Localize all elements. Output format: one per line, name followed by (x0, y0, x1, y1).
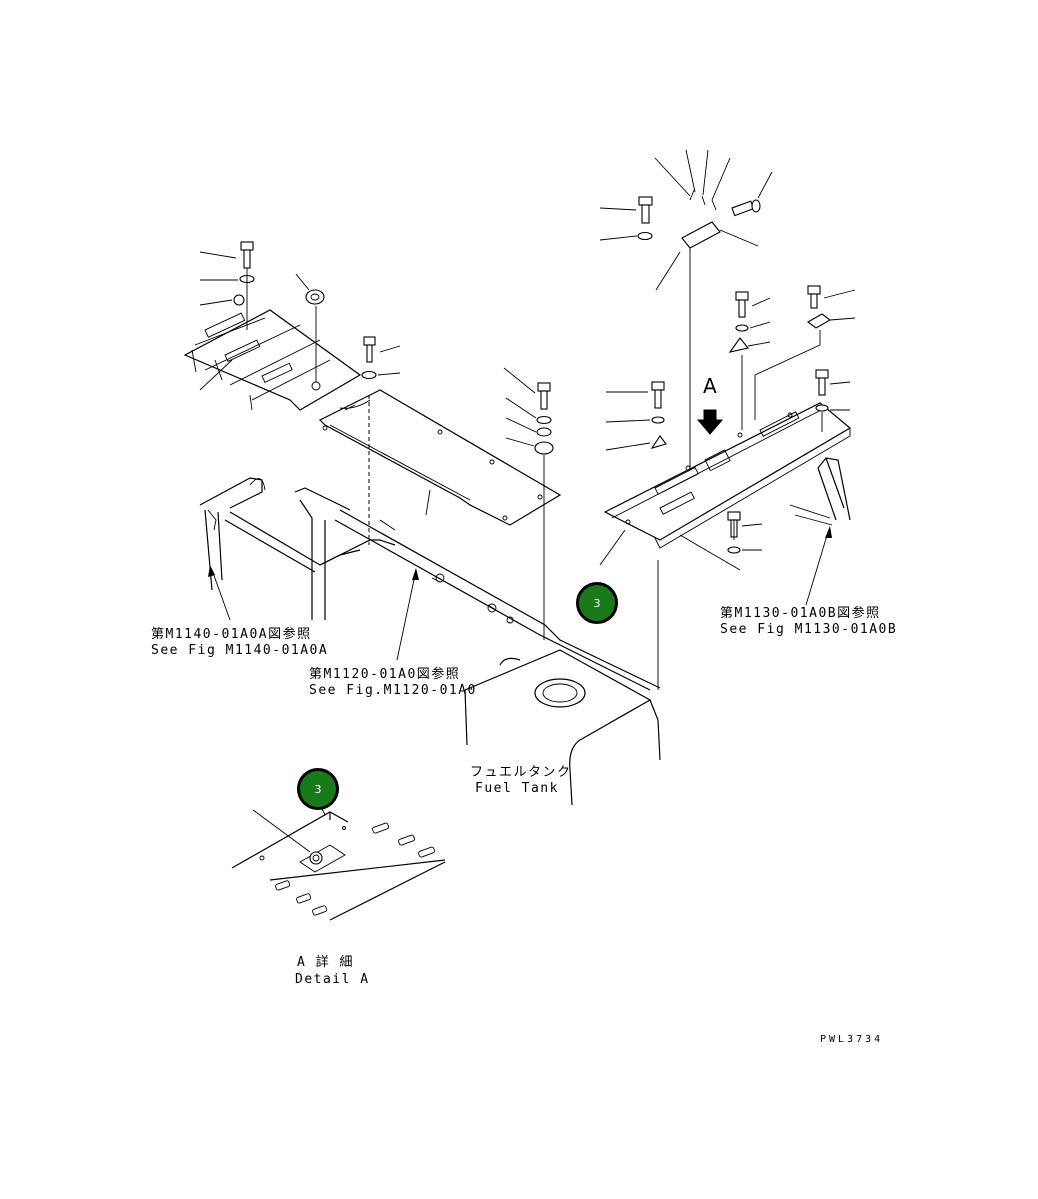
view-arrow-a (696, 409, 724, 435)
center-ref-ja: 第M1120-01A0図参照 (309, 667, 461, 682)
detail-a-title-ja: A 詳 細 (297, 955, 354, 970)
center-cover-plate (318, 389, 562, 526)
fuel-tank-ja: フュエルタンク (470, 765, 572, 780)
right-small-bolts (599, 285, 856, 571)
machine-frame (199, 477, 661, 691)
right-bracket-stack (599, 149, 773, 470)
fuel-tank (464, 649, 661, 806)
right-side-rail (789, 457, 851, 526)
right-ref-en: See Fig M1130-01A0B (720, 622, 898, 637)
center-bolt-stack (503, 367, 554, 640)
center-bolt-small (361, 336, 401, 545)
callout-main[interactable]: 3 (576, 582, 618, 624)
left-ref-en: See Fig M1140-01A0A (151, 643, 329, 658)
detail-a-drawing (231, 799, 446, 921)
drawing-code: PWL3734 (820, 1034, 884, 1045)
left-grommet (295, 273, 325, 382)
right-ref-leader (805, 531, 829, 606)
callout-detail[interactable]: 3 (297, 768, 339, 810)
right-ref-ja: 第M1130-01A0B図参照 (720, 606, 881, 621)
left-ref-leader (211, 569, 231, 621)
left-cover-plate (183, 309, 362, 411)
left-ref-ja: 第M1140-01A0A図参照 (151, 627, 312, 642)
center-ref-leader (396, 574, 416, 661)
detail-a-title-en: Detail A (295, 972, 370, 987)
left-bolt-stack (199, 241, 255, 391)
center-ref-en: See Fig.M1120-01A0 (309, 683, 477, 698)
view-arrow-label: A (703, 374, 717, 398)
right-cover-plate (603, 402, 852, 549)
fuel-tank-en: Fuel Tank (475, 781, 559, 796)
